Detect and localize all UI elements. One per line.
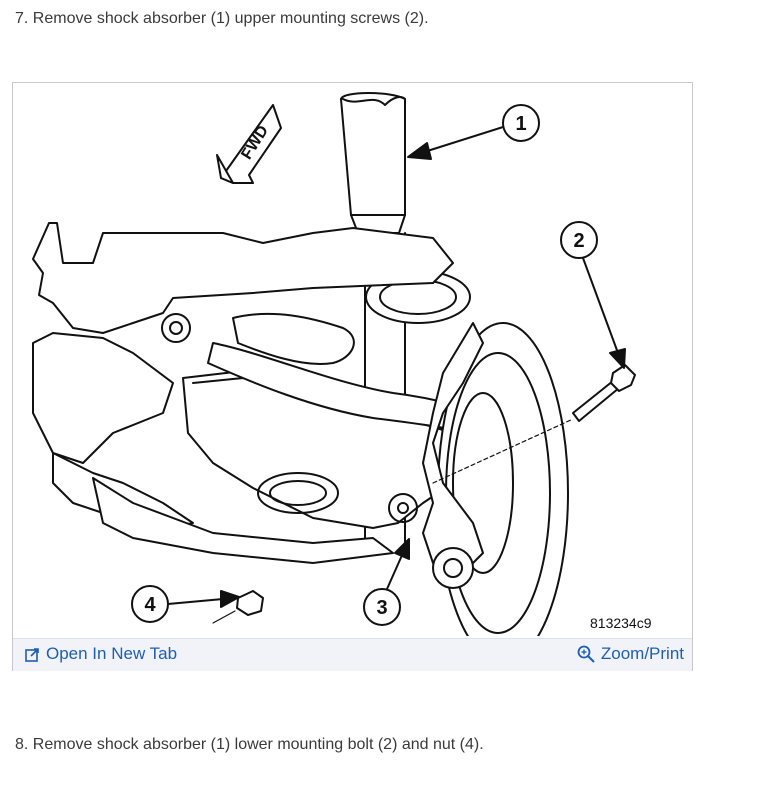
callout-2-label: 2	[573, 230, 584, 252]
open-new-tab-button[interactable]: Open In New Tab	[25, 644, 177, 664]
figure-id: 813234c9	[590, 615, 652, 631]
fwd-arrow-icon	[216, 104, 282, 184]
subframe	[32, 222, 454, 564]
lower-control-arm	[182, 370, 484, 529]
callout-3-label: 3	[376, 597, 387, 619]
figure-container: FWD 1 2 3 4 813234c9 Open In New Tab	[12, 82, 693, 671]
brake-rotor	[422, 322, 569, 636]
callout-1-label: 1	[515, 113, 526, 135]
zoom-print-button[interactable]: Zoom/Print	[577, 644, 684, 664]
mounting-bolt	[432, 364, 636, 484]
zoom-print-label: Zoom/Print	[600, 644, 684, 663]
magnifier-icon	[577, 645, 595, 663]
callout-3	[363, 538, 410, 626]
mounting-nut	[212, 590, 264, 624]
callout-4-label: 4	[144, 594, 156, 616]
callout-1	[407, 104, 540, 160]
step-7-text: 7. Remove shock absorber (1) upper mount…	[15, 10, 429, 27]
external-link-icon	[25, 647, 40, 662]
open-new-tab-label: Open In New Tab	[46, 644, 178, 663]
figure-toolbar: Open In New Tab Zoom/Print	[13, 638, 692, 671]
suspension-illustration: FWD 1 2 3 4 813234c9	[32, 92, 652, 636]
callout-4	[131, 585, 240, 623]
step-8-text: 8. Remove shock absorber (1) lower mount…	[15, 736, 484, 753]
callout-2	[560, 221, 626, 369]
